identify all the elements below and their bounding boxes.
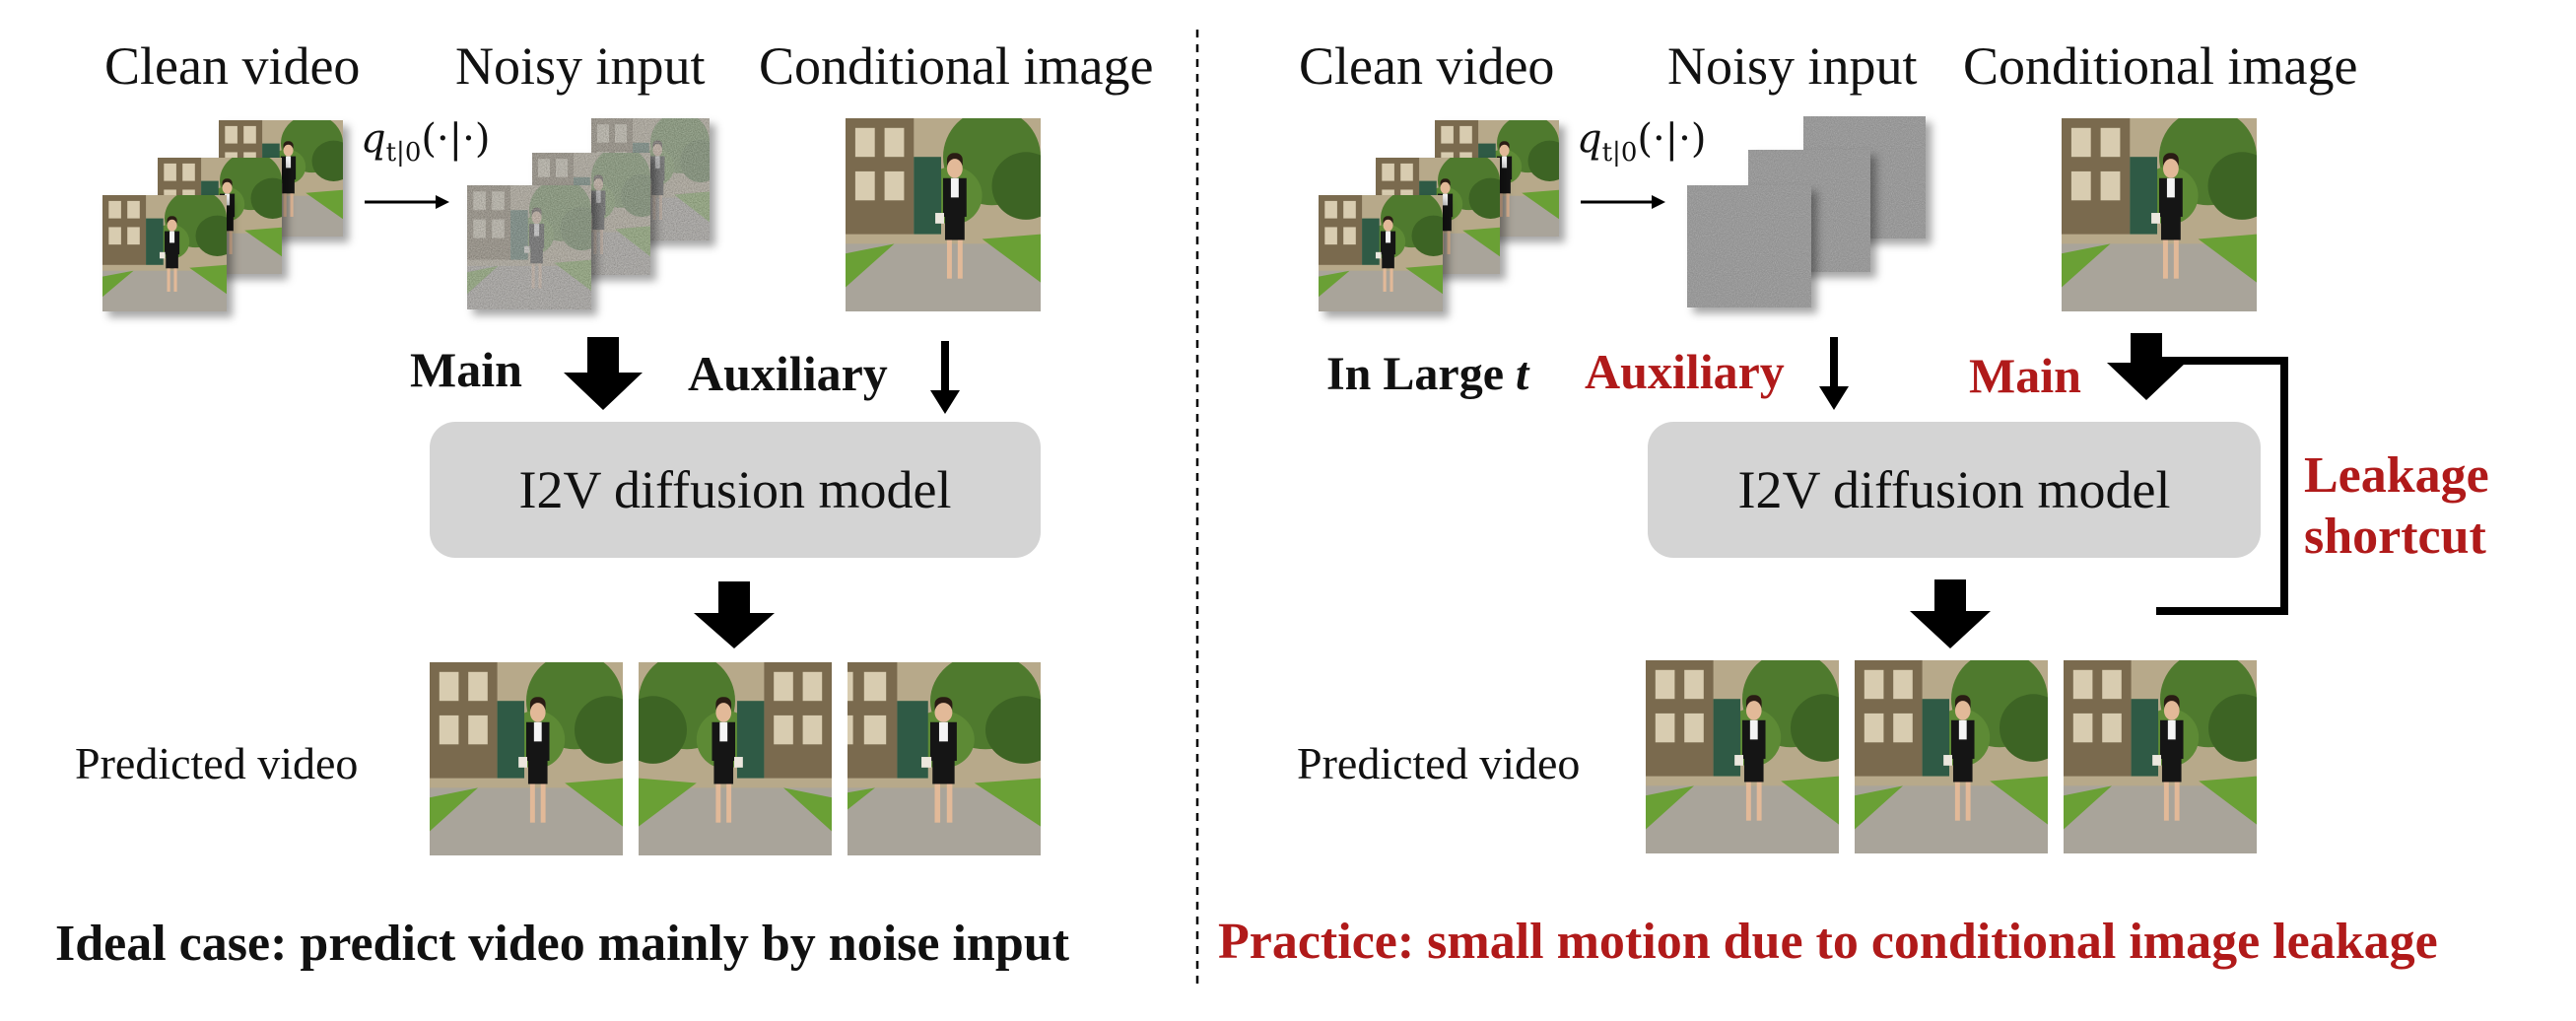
right-predicted-video-label: Predicted video [1297, 737, 1580, 789]
right-predicted-frame-2 [1855, 660, 2048, 853]
left-main-label: Main [410, 341, 522, 398]
right-i2v-model-box: I2V diffusion model [1648, 422, 2261, 558]
right-main-arrow [2107, 333, 2186, 400]
left-forward-process-label: qt|0(·|·) [361, 116, 490, 168]
left-noisy-input-header: Noisy input [455, 35, 706, 97]
panel-divider [1194, 30, 1200, 986]
right-caption: Practice: small motion due to conditiona… [1218, 913, 2438, 971]
right-auxiliary-arrow [1817, 335, 1851, 412]
right-clean-frame-1 [1319, 195, 1443, 311]
left-predicted-frame-3 [847, 662, 1041, 855]
left-auxiliary-label: Auxiliary [688, 345, 888, 402]
left-predicted-video-label: Predicted video [75, 737, 358, 789]
left-clean-frame-1 [102, 195, 227, 311]
right-predicted-frame-1 [1646, 660, 1839, 853]
right-clean-video-header: Clean video [1299, 35, 1554, 97]
left-noisy-frame-1 [467, 185, 591, 309]
right-noise-frame-1 [1687, 185, 1811, 307]
right-predicted-frame-3 [2064, 660, 2257, 853]
right-auxiliary-label: Auxiliary [1585, 343, 1785, 400]
right-conditional-image-header: Conditional image [1963, 35, 2357, 97]
right-forward-arrow [1579, 187, 1667, 217]
right-in-large-t-label: In Large t [1326, 347, 1528, 401]
left-i2v-model-box: I2V diffusion model [430, 422, 1041, 558]
left-caption: Ideal case: predict video mainly by nois… [55, 915, 1069, 973]
leakage-shortcut-label: Leakage shortcut [2304, 445, 2489, 568]
right-forward-process-label: qt|0(·|·) [1577, 116, 1706, 168]
left-conditional-image [846, 118, 1041, 311]
left-predicted-frame-2 [639, 662, 832, 855]
left-forward-arrow [363, 187, 451, 217]
left-main-arrow [562, 335, 644, 412]
left-clean-video-header: Clean video [104, 35, 360, 97]
left-predicted-frame-1 [430, 662, 623, 855]
left-auxiliary-arrow [928, 339, 962, 416]
left-conditional-image-header: Conditional image [759, 35, 1153, 97]
right-main-label: Main [1969, 347, 2081, 404]
right-conditional-image [2062, 118, 2257, 311]
left-output-arrow [692, 579, 777, 650]
right-output-arrow [1908, 578, 1993, 650]
right-noisy-input-header: Noisy input [1667, 35, 1918, 97]
